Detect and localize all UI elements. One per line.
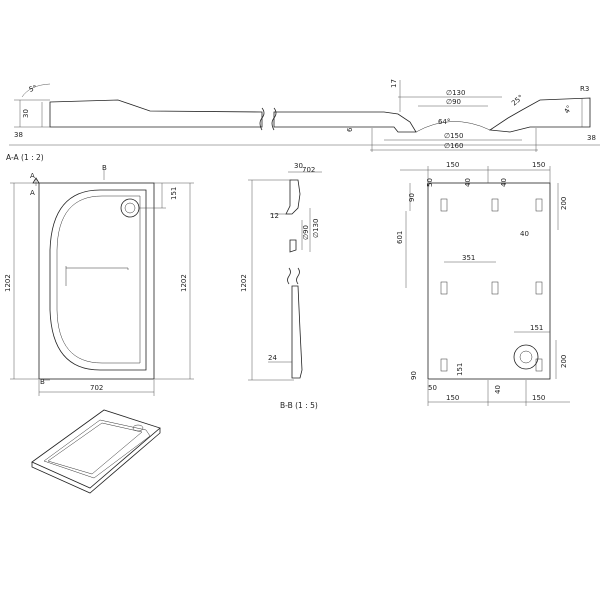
- aa-r3: R3: [580, 85, 589, 93]
- plan-basin-inner: [56, 195, 141, 364]
- plan-basin-outer: [49, 189, 147, 371]
- bv-d50-bot: 50: [428, 384, 437, 392]
- plan-outline: [38, 182, 155, 380]
- plan-drain-inner: [124, 202, 136, 214]
- bottom-feet: [440, 198, 543, 372]
- bv-bot-150a: 150: [446, 394, 459, 402]
- aa-angle-25: 25°: [510, 93, 525, 107]
- plan-view: A A B B 1202 1202 702 151: [4, 164, 194, 396]
- bottom-outline: [427, 182, 551, 380]
- section-aa-profile-right: [273, 111, 417, 133]
- plan-label-a-left: A: [30, 189, 35, 197]
- section-bb-top: [285, 179, 301, 215]
- bv-d90-bot: 90: [410, 371, 418, 380]
- bb-top-30: 30: [294, 162, 303, 170]
- bv-d40-right: 40: [520, 230, 529, 238]
- plan-label-a-top: A: [30, 172, 35, 180]
- plan-dim-length-left: 1202: [4, 274, 12, 292]
- bb-d130: ∅130: [312, 219, 320, 238]
- section-aa-rim-right: [488, 97, 591, 133]
- aa-d90: ∅90: [446, 98, 461, 106]
- aa-d150: ∅150: [444, 132, 463, 140]
- section-aa: 5° 30 38 17 ∅130 ∅90 64° ∅150 ∅160 25° R…: [6, 79, 600, 162]
- section-bb-drain: [289, 239, 297, 253]
- section-bb-break: [287, 267, 300, 285]
- plan-label-b-bottom: B: [40, 378, 45, 386]
- bottom-view: 150 150 50 40 40 90 200 40 601 351 151 2…: [396, 161, 570, 406]
- aa-d130: ∅130: [446, 89, 465, 97]
- bb-thk-24: 24: [268, 354, 277, 362]
- aa-d160: ∅160: [444, 142, 463, 150]
- aa-thk-38: 38: [14, 131, 23, 139]
- aa-thk-38-right: 38: [587, 134, 596, 142]
- section-aa-title: A-A (1 : 2): [6, 153, 44, 162]
- section-bb: 1202 30 702 12 ∅130 ∅90 24 B-B (1 : 5): [240, 162, 322, 410]
- aa-angle-64: 64°: [438, 118, 450, 126]
- section-aa-drain-arc: [415, 121, 491, 133]
- aa-angle-4: 4°: [563, 104, 574, 115]
- plan-label-b-top: B: [102, 164, 107, 172]
- bv-d351: 351: [462, 254, 475, 262]
- aa-angle-left: 5°: [28, 84, 38, 94]
- plan-drain-outer: [120, 198, 140, 218]
- bottom-drain-outer: [513, 344, 539, 370]
- bv-d40-b: 40: [500, 178, 508, 187]
- bv-d40-bot: 40: [494, 385, 502, 394]
- bv-d50-top: 50: [426, 178, 434, 187]
- bv-d40-a: 40: [464, 178, 472, 187]
- section-bb-title: B-B (1 : 5): [280, 401, 318, 410]
- iso-basin: [43, 419, 151, 479]
- bv-d601: 601: [396, 231, 404, 244]
- bv-d200-top: 200: [560, 197, 568, 210]
- bb-d90: ∅90: [302, 225, 310, 240]
- plan-dim-width: 702: [90, 384, 103, 392]
- bv-bot-150b: 150: [532, 394, 545, 402]
- aa-step-17: 17: [390, 79, 398, 88]
- bv-top-150a: 150: [446, 161, 459, 169]
- bv-d200-bot: 200: [560, 355, 568, 368]
- aa-step-6: 6: [346, 127, 354, 132]
- bb-len-1202: 1202: [240, 274, 248, 292]
- isometric-view: [31, 409, 161, 494]
- bv-d90: 90: [408, 193, 416, 202]
- aa-thk-30: 30: [22, 109, 30, 118]
- section-aa-profile-left: [49, 99, 263, 128]
- bv-top-150b: 150: [532, 161, 545, 169]
- iso-drain: [132, 424, 144, 432]
- bottom-drain-inner: [519, 350, 533, 364]
- bv-d151: 151: [530, 324, 543, 332]
- bb-d12: 12: [270, 212, 279, 220]
- bv-d151-bot: 151: [456, 363, 464, 376]
- section-bb-body: [291, 285, 303, 379]
- plan-dim-drain: 151: [170, 187, 178, 200]
- bb-top-702: 702: [302, 166, 315, 174]
- plan-dim-length-right: 1202: [180, 274, 188, 292]
